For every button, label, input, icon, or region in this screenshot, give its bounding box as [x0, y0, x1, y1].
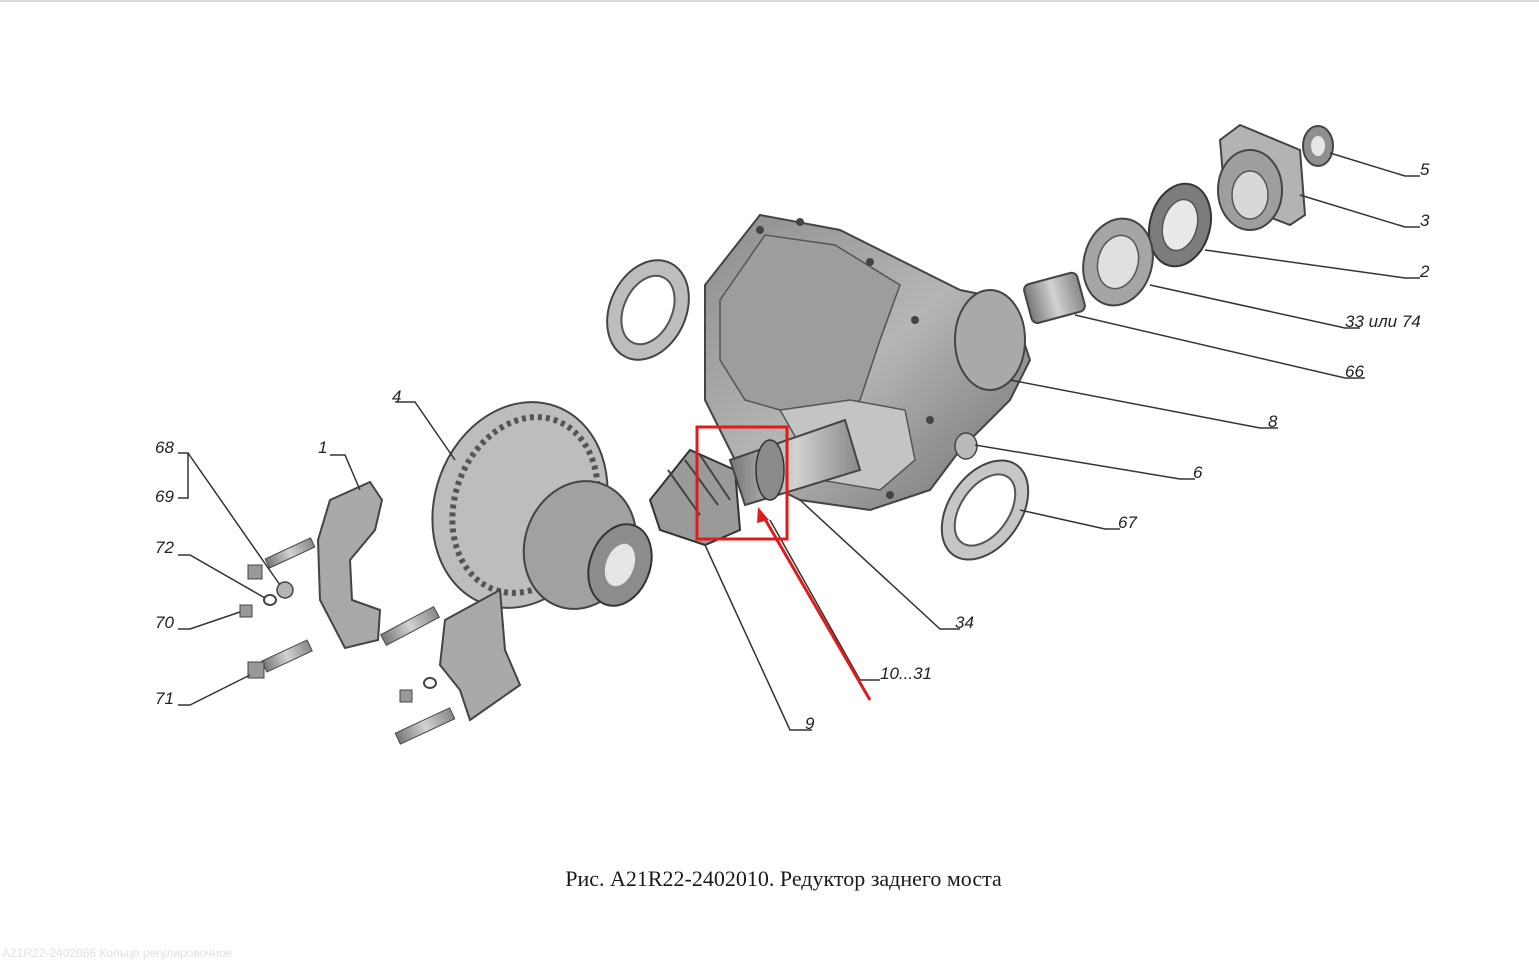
- callout-69: 69: [155, 487, 174, 506]
- callout-4: 4: [392, 387, 401, 406]
- leader-lines: [178, 152, 1420, 731]
- nut-part-5: [1302, 125, 1334, 167]
- highlight-annotation: [695, 425, 872, 701]
- drive-pinion-part-9: [648, 418, 862, 547]
- callout-6: 6: [1193, 463, 1203, 482]
- callout-9: 9: [805, 714, 815, 733]
- oil-seal-ring-left: [606, 259, 690, 361]
- callout-10-31: 10...31: [880, 664, 932, 683]
- callout-68: 68: [155, 438, 174, 457]
- flange-part-3: [1217, 123, 1307, 231]
- callout-1: 1: [318, 438, 327, 457]
- figure-caption: Рис. A21R22-2402010. Редуктор заднего мо…: [565, 866, 1002, 891]
- bearing-ring-part-67: [940, 459, 1030, 561]
- highlight-box: [695, 425, 789, 541]
- differential-part-4: [431, 401, 653, 610]
- spacer-part-66: [1023, 271, 1086, 324]
- highlight-arrowhead: [757, 507, 769, 523]
- callout-8: 8: [1268, 412, 1278, 431]
- callout-5: 5: [1420, 160, 1430, 179]
- callout-66: 66: [1345, 362, 1364, 381]
- callout-67: 67: [1118, 513, 1137, 532]
- bolts-group: [239, 537, 456, 745]
- bushing-part-6: [954, 432, 978, 460]
- callout-labels: 5 3 2 33 или 74 66 8 6 67 34 10...31 9 4…: [155, 160, 1430, 733]
- top-border: [0, 0, 1539, 2]
- callout-3: 3: [1420, 211, 1430, 230]
- seal-part-2: [1148, 182, 1212, 268]
- bearing-part-33: [1082, 217, 1154, 307]
- callout-2: 2: [1419, 262, 1430, 281]
- bearing-cap-part-1: [316, 480, 522, 722]
- housing-part-8: [704, 213, 1032, 512]
- callout-33: 33 или 74: [1345, 312, 1421, 331]
- footer-faded-text: A21R22-2402066 Кольцо регулировочное: [2, 946, 233, 960]
- callout-34: 34: [955, 613, 974, 632]
- callout-70: 70: [155, 613, 174, 632]
- callout-71: 71: [155, 689, 174, 708]
- callout-72: 72: [155, 538, 174, 557]
- highlight-arrow: [760, 513, 872, 701]
